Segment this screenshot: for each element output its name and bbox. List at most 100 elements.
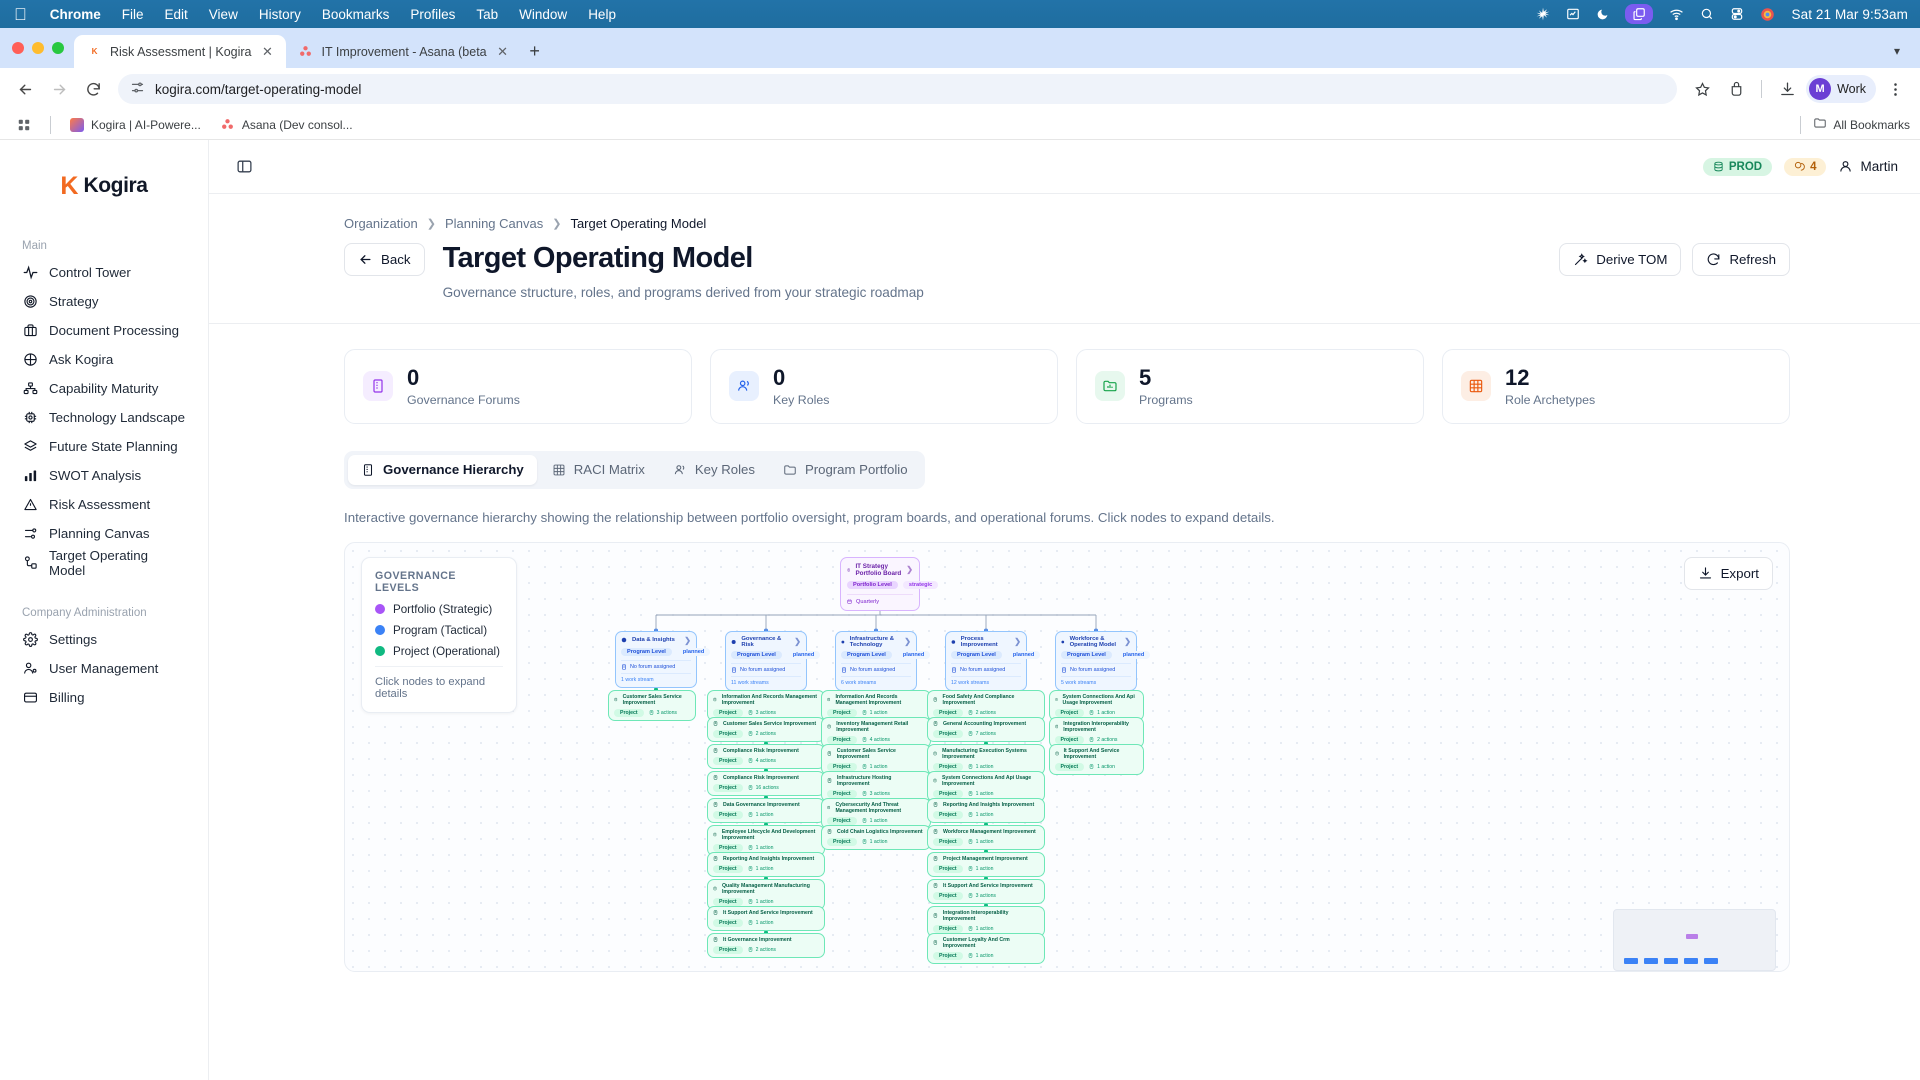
governance-tree[interactable]: IT Strategy Portfolio Board❯ Portfolio L…	[345, 543, 1789, 971]
tab-key-roles[interactable]: Key Roles	[660, 455, 768, 485]
sidebar-item-label: Strategy	[49, 294, 99, 309]
sidebar-item-planning-canvas[interactable]: Planning Canvas	[14, 519, 194, 548]
tab-raci-matrix[interactable]: RACI Matrix	[539, 455, 658, 485]
sidebar-item-settings[interactable]: Settings	[14, 625, 194, 654]
user-menu[interactable]: Martin	[1838, 159, 1898, 174]
profile-button[interactable]: M Work	[1806, 75, 1876, 103]
sidebar-item-risk-assessment[interactable]: Risk Assessment	[14, 490, 194, 519]
extensions-icon[interactable]	[1721, 74, 1751, 104]
menu-help[interactable]: Help	[575, 6, 616, 22]
sidebar-item-technology-landscape[interactable]: Technology Landscape	[14, 403, 194, 432]
bookmark-label: Kogira | AI-Powere...	[91, 117, 201, 132]
arrow-left-icon	[360, 255, 371, 264]
notification-badge[interactable]: 4	[1784, 157, 1827, 176]
bookmark-asana[interactable]: Asana (Dev consol...	[214, 115, 360, 135]
breadcrumb-planning-canvas[interactable]: Planning Canvas	[444, 216, 544, 231]
user-icon	[1840, 161, 1852, 172]
all-bookmarks-button[interactable]: All Bookmarks	[1794, 115, 1910, 134]
tab-program-portfolio[interactable]: Program Portfolio	[770, 455, 921, 485]
node-title: Customer Sales Service Improvement	[614, 694, 690, 706]
cpu-icon	[22, 410, 38, 426]
browser-tab-risk-assessment[interactable]: K Risk Assessment | Kogira ✕	[74, 35, 286, 68]
user-account-icon[interactable]	[1760, 7, 1775, 22]
back-navigation-icon[interactable]	[10, 74, 40, 104]
apple-menu-icon[interactable]: 	[14, 6, 27, 23]
node-meta: Project 4 actions	[713, 756, 819, 765]
moon-icon[interactable]	[1596, 8, 1609, 21]
sidebar-item-document-processing[interactable]: Document Processing	[14, 316, 194, 345]
app-logo[interactable]: K Kogira	[14, 140, 194, 232]
close-tab-icon[interactable]: ✕	[497, 43, 509, 59]
browser-tab-asana[interactable]: IT Improvement - Asana (beta ✕	[286, 35, 521, 68]
kogira-logo-word: Kogira	[83, 174, 148, 197]
node-meta: Project 4 actions	[827, 735, 925, 744]
menu-history[interactable]: History	[246, 6, 301, 22]
tab-search-chevron-down-icon[interactable]: ▾	[1893, 44, 1901, 58]
site-settings-icon[interactable]	[130, 80, 145, 98]
chrome-menu-icon[interactable]	[1880, 74, 1910, 104]
chevron-right-icon: ❯	[794, 637, 801, 647]
menu-profiles[interactable]: Profiles	[397, 6, 455, 22]
sidebar-item-ask-kogira[interactable]: Ask Kogira	[14, 345, 194, 374]
menu-file[interactable]: File	[109, 6, 144, 22]
chevron-right-icon: ❯	[904, 637, 911, 647]
sidebar-item-control-tower[interactable]: Control Tower	[14, 258, 194, 287]
sidebar-item-strategy[interactable]: Strategy	[14, 287, 194, 316]
apps-grid-icon[interactable]	[10, 115, 38, 135]
canvas-minimap[interactable]	[1613, 908, 1776, 971]
gear-icon	[22, 632, 38, 648]
menu-chrome[interactable]: Chrome	[37, 6, 101, 22]
siri-icon[interactable]	[1536, 7, 1550, 21]
menu-tab[interactable]: Tab	[463, 6, 498, 22]
user-cog-icon	[22, 661, 38, 677]
tab-governance-hierarchy[interactable]: Governance Hierarchy	[348, 454, 537, 485]
sidebar-item-target-operating-model[interactable]: Target Operating Model	[14, 548, 194, 578]
stat-value: 0	[407, 365, 420, 391]
derive-tom-button[interactable]: Derive TOM	[1559, 243, 1682, 276]
legend-label: Program (Tactical)	[393, 623, 488, 637]
menu-edit[interactable]: Edit	[151, 6, 188, 22]
refresh-label: Refresh	[1729, 252, 1776, 267]
legend-label: Project (Operational)	[393, 644, 500, 658]
maximize-window-button[interactable]	[52, 42, 64, 54]
menu-bookmarks[interactable]: Bookmarks	[309, 6, 390, 22]
address-bar[interactable]: kogira.com/target-operating-model	[118, 74, 1678, 104]
legend-panel: GOVERNANCE LEVELS Portfolio (Strategic) …	[361, 556, 517, 713]
breadcrumb-organization[interactable]: Organization	[344, 216, 418, 231]
app-sidebar: K Kogira Main Control Tower Strategy Doc…	[0, 140, 209, 1080]
sidebar-item-swot-analysis[interactable]: SWOT Analysis	[14, 461, 194, 490]
sliders-icon	[22, 526, 38, 542]
refresh-button[interactable]: Refresh	[1692, 243, 1790, 276]
back-button[interactable]: Back	[344, 243, 425, 276]
node-meta: Project 1 action	[933, 837, 1039, 846]
stocks-icon[interactable]	[1566, 7, 1580, 21]
forward-navigation-icon[interactable]	[44, 74, 74, 104]
reload-icon[interactable]	[78, 74, 108, 104]
wifi-icon[interactable]	[1669, 7, 1684, 22]
new-tab-button[interactable]: +	[529, 41, 540, 61]
sidebar-item-user-management[interactable]: User Management	[14, 654, 194, 683]
bookmark-kogira[interactable]: Kogira | AI-Powere...	[63, 115, 208, 135]
node-title: Process Improvement❯	[951, 636, 1021, 648]
menu-window[interactable]: Window	[506, 6, 567, 22]
screen-mirroring-icon[interactable]	[1625, 4, 1654, 24]
control-center-icon[interactable]	[1730, 7, 1744, 21]
close-tab-icon[interactable]: ✕	[262, 43, 273, 59]
sidebar-item-billing[interactable]: Billing	[14, 683, 194, 712]
application-root: K Kogira Main Control Tower Strategy Doc…	[0, 140, 1920, 1080]
hierarchy-canvas[interactable]: GOVERNANCE LEVELS Portfolio (Strategic) …	[344, 541, 1790, 972]
menu-bar-clock[interactable]: Sat 21 Mar 9:53am	[1791, 6, 1908, 22]
building-icon	[363, 463, 373, 476]
minimize-window-button[interactable]	[32, 42, 44, 54]
menu-view[interactable]: View	[196, 6, 238, 22]
bookmark-star-icon[interactable]	[1687, 74, 1717, 104]
search-icon[interactable]	[1700, 7, 1714, 21]
export-button[interactable]: Export	[1683, 556, 1773, 590]
sidebar-toggle-icon[interactable]	[231, 154, 257, 180]
stat-value: 5	[1139, 365, 1152, 391]
sidebar-item-capability-maturity[interactable]: Capability Maturity	[14, 374, 194, 403]
sidebar-item-future-state-planning[interactable]: Future State Planning	[14, 432, 194, 461]
downloads-icon[interactable]	[1772, 74, 1802, 104]
close-window-button[interactable]	[12, 42, 24, 54]
svg-text:K: K	[91, 47, 97, 56]
